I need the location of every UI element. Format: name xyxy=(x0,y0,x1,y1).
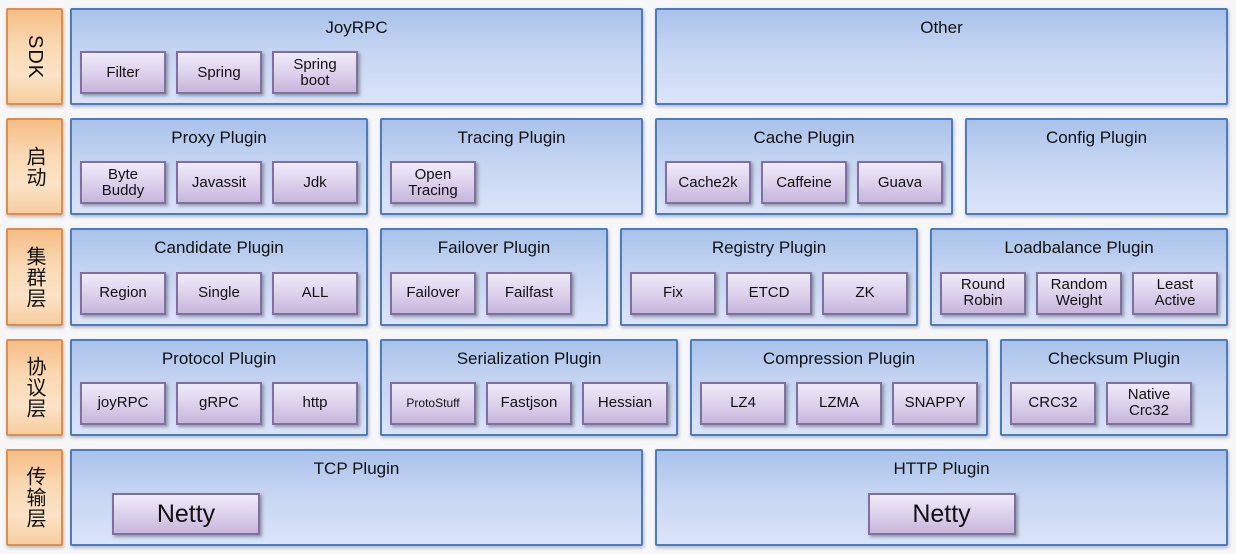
chip-protostuff: ProtoStuff xyxy=(390,381,476,425)
plugin-box-registry: Registry Plugin Fix ETCD ZK xyxy=(620,228,918,326)
chip-single: Single xyxy=(176,271,262,315)
chip-group: Netty xyxy=(657,493,1226,544)
chip-failover: Failover xyxy=(390,271,476,315)
chip-group: Filter Spring Spring boot xyxy=(72,51,641,103)
chip-spring-boot: Spring boot xyxy=(272,51,358,95)
chip-joyrpc: joyRPC xyxy=(80,381,166,425)
chip-spring: Spring xyxy=(176,51,262,95)
chip-native-crc32: Native Crc32 xyxy=(1106,381,1192,425)
plugin-box-joyrpc: JoyRPC Filter Spring Spring boot xyxy=(70,8,643,106)
plugin-title: Tracing Plugin xyxy=(457,128,566,148)
plugin-title: Other xyxy=(920,18,963,37)
layer-label-startup: 启动 xyxy=(6,118,63,216)
plugin-box-protocol: Protocol Plugin joyRPC gRPC http xyxy=(70,338,368,436)
chip-group: Netty xyxy=(72,493,641,544)
chip-failfast: Failfast xyxy=(486,271,572,315)
chip-byte-buddy: Byte Buddy xyxy=(80,161,166,205)
chip-random-weight: Random Weight xyxy=(1036,271,1122,315)
chip-http: http xyxy=(272,381,358,425)
chip-netty-tcp: Netty xyxy=(112,493,260,536)
plugin-box-candidate: Candidate Plugin Region Single ALL xyxy=(70,228,368,326)
plugin-title: Compression Plugin xyxy=(762,348,916,368)
plugin-box-other: Other xyxy=(655,8,1228,106)
plugin-box-tracing: Tracing Plugin Open Tracing xyxy=(380,118,643,216)
layer-label-transport: 传输层 xyxy=(6,448,63,547)
row-sdk: JoyRPC Filter Spring Spring boot Other xyxy=(70,8,1228,106)
chip-guava: Guava xyxy=(857,161,943,205)
plugin-box-failover: Failover Plugin Failover Failfast xyxy=(380,228,608,326)
chip-all: ALL xyxy=(272,271,358,315)
plugin-title: Proxy Plugin xyxy=(171,128,267,148)
plugin-title: JoyRPC xyxy=(325,18,388,37)
layer-sidebar: SDK 启动 集群层 协议层 传输层 xyxy=(6,8,63,547)
plugin-box-serialization: Serialization Plugin ProtoStuff Fastjson… xyxy=(380,338,678,436)
chip-netty-http: Netty xyxy=(867,493,1016,536)
chip-fix: Fix xyxy=(630,271,716,315)
chip-zk: ZK xyxy=(822,271,908,315)
chip-group: Fix ETCD ZK xyxy=(622,271,916,324)
plugin-box-cache: Cache Plugin Cache2k Caffeine Guava xyxy=(655,118,953,216)
plugin-box-loadbalance: Loadbalance Plugin Round Robin Random We… xyxy=(930,228,1228,326)
layer-label-cluster: 集群层 xyxy=(6,228,63,326)
chip-group: CRC32 Native Crc32 xyxy=(1002,381,1226,434)
chip-fastjson: Fastjson xyxy=(486,381,572,425)
plugin-box-tcp: TCP Plugin Netty xyxy=(70,448,643,547)
chip-lzma: LZMA xyxy=(796,381,882,425)
row-transport: TCP Plugin Netty HTTP Plugin Netty xyxy=(70,448,1228,547)
plugin-title: Registry Plugin xyxy=(711,238,827,258)
row-cluster: Candidate Plugin Region Single ALL Failo… xyxy=(70,228,1228,326)
plugin-title: Failover Plugin xyxy=(437,238,551,258)
chip-group: LZ4 LZMA SNAPPY xyxy=(692,381,986,434)
plugin-title: Loadbalance Plugin xyxy=(1004,238,1154,258)
chip-jdk: Jdk xyxy=(272,161,358,205)
plugin-box-proxy: Proxy Plugin Byte Buddy Javassit Jdk xyxy=(70,118,368,216)
chip-caffeine: Caffeine xyxy=(761,161,847,205)
chip-region: Region xyxy=(80,271,166,315)
chip-open-tracing: Open Tracing xyxy=(390,161,476,205)
plugin-title: Candidate Plugin xyxy=(154,238,284,258)
chip-group: Round Robin Random Weight Least Active xyxy=(932,271,1226,324)
chip-least-active: Least Active xyxy=(1132,271,1218,315)
chip-group: Cache2k Caffeine Guava xyxy=(657,161,951,213)
chip-hessian: Hessian xyxy=(582,381,668,425)
plugin-title: Cache Plugin xyxy=(753,128,855,148)
chip-grpc: gRPC xyxy=(176,381,262,425)
plugin-grid: JoyRPC Filter Spring Spring boot Other P… xyxy=(70,8,1228,547)
plugin-title: Config Plugin xyxy=(1045,128,1148,148)
chip-snappy: SNAPPY xyxy=(892,381,978,425)
chip-group: Byte Buddy Javassit Jdk xyxy=(72,161,366,213)
chip-filter: Filter xyxy=(80,51,166,95)
plugin-title: Serialization Plugin xyxy=(456,348,602,368)
chip-group: Failover Failfast xyxy=(382,271,606,324)
chip-crc32: CRC32 xyxy=(1010,381,1096,425)
row-protocol: Protocol Plugin joyRPC gRPC http Seriali… xyxy=(70,338,1228,436)
chip-etcd: ETCD xyxy=(726,271,812,315)
chip-lz4: LZ4 xyxy=(700,381,786,425)
chip-cache2k: Cache2k xyxy=(665,161,751,205)
chip-group: joyRPC gRPC http xyxy=(72,381,366,434)
row-startup: Proxy Plugin Byte Buddy Javassit Jdk Tra… xyxy=(70,118,1228,216)
plugin-title: Checksum Plugin xyxy=(1047,348,1181,368)
chip-javassit: Javassit xyxy=(176,161,262,205)
chip-round-robin: Round Robin xyxy=(940,271,1026,315)
plugin-title: HTTP Plugin xyxy=(893,458,990,478)
layer-label-protocol: 协议层 xyxy=(6,338,63,436)
chip-group: Open Tracing xyxy=(382,161,641,213)
chip-group: ProtoStuff Fastjson Hessian xyxy=(382,381,676,434)
plugin-box-compression: Compression Plugin LZ4 LZMA SNAPPY xyxy=(690,338,988,436)
chip-group: Region Single ALL xyxy=(72,271,366,324)
layer-label-sdk: SDK xyxy=(6,8,63,106)
plugin-title: TCP Plugin xyxy=(313,458,400,478)
plugin-box-http: HTTP Plugin Netty xyxy=(655,448,1228,547)
plugin-box-config: Config Plugin xyxy=(965,118,1228,216)
plugin-box-checksum: Checksum Plugin CRC32 Native Crc32 xyxy=(1000,338,1228,436)
plugin-title: Protocol Plugin xyxy=(161,348,277,368)
